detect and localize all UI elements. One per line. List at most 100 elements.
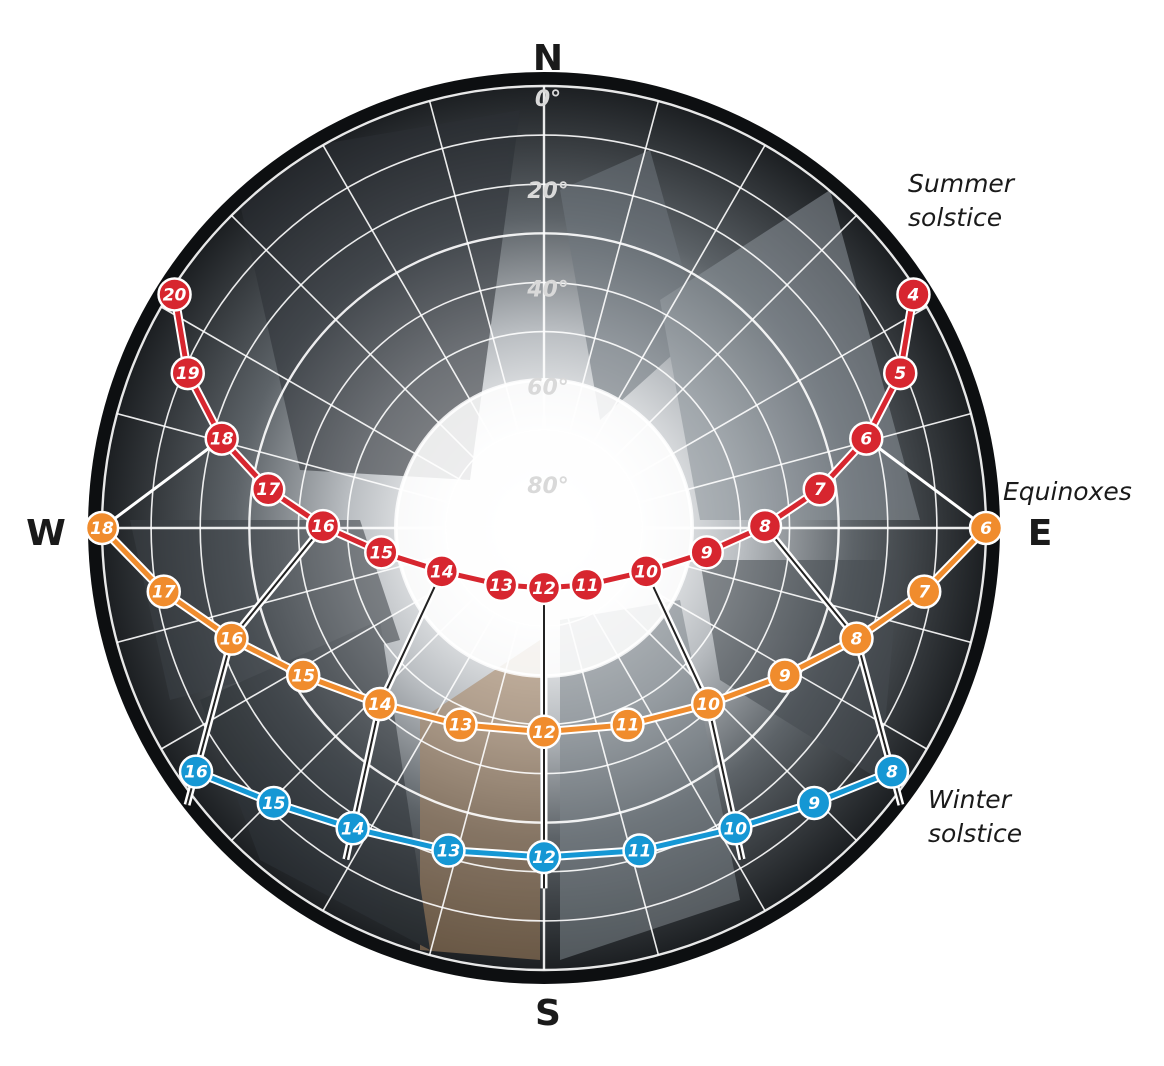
winter-hour-marker: 10 bbox=[718, 811, 753, 846]
equinox-hour-label: 14 bbox=[368, 695, 392, 715]
equinox-hour-label: 17 bbox=[152, 583, 176, 603]
winter-hour-marker: 16 bbox=[178, 754, 214, 789]
equinox-hour-label: 7 bbox=[918, 583, 930, 603]
winter-hour-dot bbox=[874, 754, 910, 789]
summer-hour-marker: 12 bbox=[526, 570, 562, 606]
equinox-hour-marker: 13 bbox=[443, 707, 478, 742]
summer-hour-marker: 19 bbox=[170, 355, 206, 391]
equinox-hour-dot bbox=[84, 510, 120, 546]
winter-hour-dot bbox=[796, 785, 832, 821]
summer-hour-label: 12 bbox=[532, 579, 556, 599]
winter-hour-marker: 12 bbox=[526, 839, 562, 875]
equinox-hour-marker: 16 bbox=[214, 621, 249, 656]
summer-hour-label: 11 bbox=[575, 576, 599, 596]
summer-hour-label: 10 bbox=[634, 562, 658, 582]
equinox-hour-marker: 6 bbox=[968, 510, 1004, 546]
equinox-hour-marker: 11 bbox=[610, 707, 645, 742]
winter-hour-dot bbox=[178, 754, 214, 789]
summer-hour-marker: 16 bbox=[305, 508, 341, 544]
summer-hour-dot bbox=[364, 535, 399, 570]
equinox-hour-dot bbox=[146, 574, 182, 609]
altitude-label: 40° bbox=[526, 277, 569, 302]
summer-hour-marker: 15 bbox=[364, 535, 399, 570]
summer-hour-label: 9 bbox=[701, 543, 713, 563]
winter-hour-label: 16 bbox=[184, 763, 208, 783]
winter-hour-dot bbox=[256, 785, 292, 821]
winter-hour-marker: 13 bbox=[431, 833, 466, 868]
winter-hour-label: 9 bbox=[808, 794, 820, 814]
altitude-label: 80° bbox=[527, 474, 569, 499]
azimuth-line bbox=[543, 306, 928, 529]
azimuth-line bbox=[428, 527, 545, 956]
equinox-hour-label: 10 bbox=[696, 695, 720, 715]
summer-hour-dot bbox=[747, 508, 783, 544]
summer-hour-marker: 20 bbox=[157, 277, 192, 312]
equinox-hour-label: 8 bbox=[851, 630, 863, 650]
equinox-hour-marker: 7 bbox=[906, 574, 942, 609]
summer-hour-label: 7 bbox=[814, 480, 826, 500]
equinox-hour-label: 15 bbox=[291, 667, 315, 687]
summer-hour-dot bbox=[424, 554, 460, 589]
summer-hour-label: 18 bbox=[210, 430, 234, 450]
equinox-hour-dot bbox=[443, 707, 478, 742]
summer-hour-label: 13 bbox=[489, 576, 513, 596]
summer-hour-marker: 7 bbox=[802, 471, 838, 507]
winter-hour-dot bbox=[526, 839, 562, 875]
summer-hour-dot bbox=[802, 471, 838, 507]
azimuth-line bbox=[116, 412, 545, 529]
equinox-hour-marker: 14 bbox=[362, 686, 398, 722]
azimuth-line bbox=[116, 527, 545, 644]
summer-hour-dot bbox=[628, 554, 664, 589]
summer-hour-marker: 11 bbox=[569, 567, 605, 603]
equinox-label: Equinoxes bbox=[1003, 477, 1132, 506]
altitude-label: 20° bbox=[527, 179, 569, 204]
winter-hour-dot bbox=[431, 833, 466, 868]
summer-hour-dot bbox=[896, 277, 931, 312]
summer-hour-marker: 9 bbox=[689, 535, 724, 570]
summer-hour-marker: 13 bbox=[483, 567, 519, 603]
summer-hour-dot bbox=[483, 567, 519, 603]
equinox-hour-dot bbox=[767, 658, 803, 693]
winter-label-line1: Winter bbox=[928, 785, 1013, 814]
equinox-hour-marker: 18 bbox=[84, 510, 120, 546]
summer-hour-dot bbox=[157, 277, 192, 312]
summer-hour-label: 4 bbox=[907, 285, 920, 305]
equinox-hour-dot bbox=[362, 686, 398, 722]
summer-hour-marker: 8 bbox=[747, 508, 783, 544]
summer-hour-dot bbox=[250, 471, 286, 507]
equinox-hour-label: 6 bbox=[980, 519, 992, 539]
building-photo bbox=[130, 110, 920, 960]
compass-south: S bbox=[535, 993, 561, 1034]
equinox-hour-marker: 9 bbox=[767, 658, 803, 693]
equinox-hour-dot bbox=[214, 621, 249, 656]
azimuth-line bbox=[543, 527, 928, 750]
azimuth-line bbox=[543, 144, 766, 529]
azimuth-line bbox=[160, 306, 545, 529]
compass-north: N bbox=[533, 38, 563, 79]
equinox-hour-label: 9 bbox=[779, 667, 791, 687]
summer-hour-label: 6 bbox=[860, 430, 872, 450]
sun-paths: 4567891011121314151617181920678910111213… bbox=[84, 277, 1004, 875]
altitude-labels: 0°20°40°60°80° bbox=[526, 87, 569, 499]
equinox-hour-label: 12 bbox=[532, 723, 556, 743]
azimuth-line bbox=[543, 412, 972, 529]
equinox-hour-dot bbox=[610, 707, 645, 742]
equinox-hour-marker: 8 bbox=[839, 621, 874, 656]
summer-hour-dot bbox=[305, 508, 341, 544]
winter-hour-dot bbox=[622, 833, 657, 868]
azimuth-line bbox=[322, 144, 545, 529]
winter-label-line2: solstice bbox=[928, 819, 1022, 848]
summer-label-line1: Summer bbox=[908, 169, 1016, 198]
summer-hour-label: 14 bbox=[430, 562, 454, 582]
azimuth-line bbox=[543, 527, 972, 644]
azimuth-line bbox=[543, 214, 858, 529]
winter-hour-marker: 8 bbox=[874, 754, 910, 789]
azimuth-line bbox=[428, 100, 545, 529]
summer-hour-dot bbox=[689, 535, 724, 570]
equinox-hour-label: 11 bbox=[616, 716, 640, 736]
equinox-hour-dot bbox=[839, 621, 874, 656]
equinox-hour-dot bbox=[285, 658, 321, 693]
